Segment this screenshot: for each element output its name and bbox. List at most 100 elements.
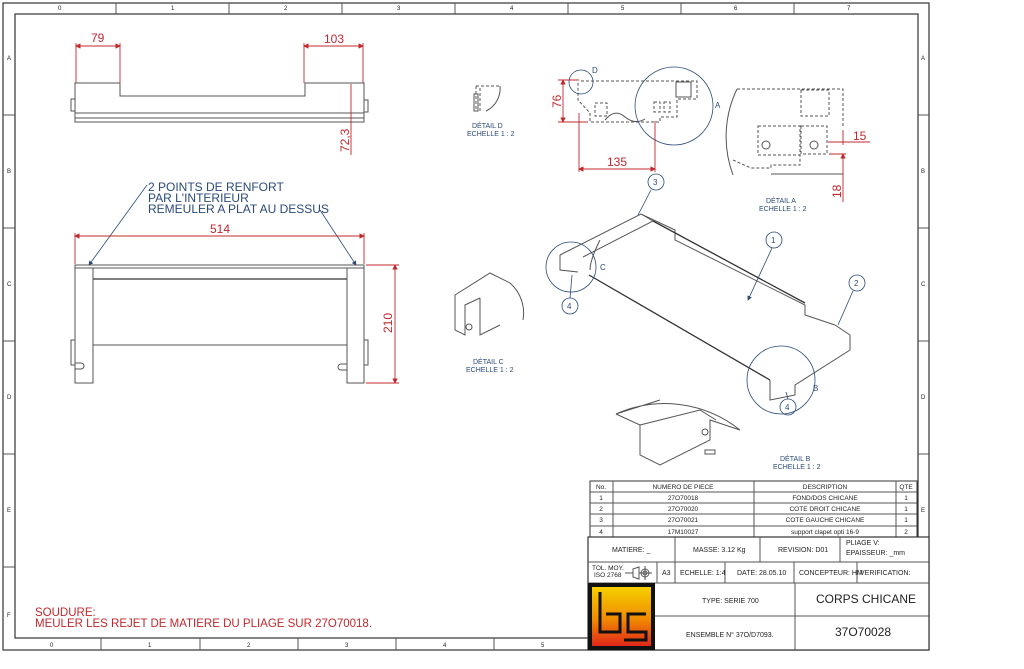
bom-cell: support clapet opti 16-9	[791, 529, 859, 536]
detail-d-view: DÉTAIL D ECHELLE 1 : 2	[467, 85, 515, 138]
detail-b-view: DÉTAIL B ECHELLE 1 : 2	[615, 399, 821, 471]
bom-header: NUMERO DE PIECE	[652, 484, 714, 491]
bom-header: No.	[596, 484, 606, 491]
dimension-210: 210	[381, 313, 395, 333]
bom-cell: 1	[599, 495, 603, 502]
welding-note-title: SOUDURE:	[35, 607, 96, 619]
bom-cell: COTE DROIT CHICANE	[789, 506, 861, 513]
projection-symbol-icon	[625, 566, 652, 580]
balloon-1: 1	[771, 236, 776, 245]
row-label: A	[7, 56, 11, 62]
detail-c-view: DÉTAIL C ECHELLE 1 : 2	[454, 272, 525, 374]
row-label: D	[921, 395, 926, 401]
reinforcement-note-line: PAR L'INTERIEUR	[148, 191, 249, 205]
bending-field: PLIAGE V:	[846, 540, 880, 547]
column-label: 4	[510, 6, 514, 12]
dimension-76: 76	[550, 94, 564, 108]
isometric-view: C B 1 2 3 4 4	[545, 173, 866, 416]
detail-a-view: 15 18 DÉTAIL A ECHELLE 1 : 2	[725, 88, 870, 213]
dimension-15: 15	[853, 129, 867, 143]
column-label: 4	[443, 643, 447, 649]
column-label: 0	[58, 6, 62, 12]
column-label: 1	[171, 6, 175, 12]
row-label: E	[7, 508, 11, 514]
row-label: C	[7, 282, 12, 288]
bom-cell: 1	[904, 517, 908, 524]
sheet-frame: 0 1 2 3 4 5 6 7 0 1 2 3 4 5 A B C D E F …	[2, 2, 930, 651]
reinforcement-note-line: 2 POINTS DE RENFORT	[148, 180, 284, 194]
dimension-103: 103	[324, 32, 344, 46]
detail-c-scale: ECHELLE 1 : 2	[466, 367, 514, 374]
row-label: A	[921, 56, 925, 62]
detail-c-title: DÉTAIL C	[473, 357, 504, 366]
row-label: E	[921, 508, 925, 514]
assembly-number: ENSEMBLE N° 37O/D7093.	[686, 631, 774, 639]
reinforcement-note-line: REMEULER A PLAT AU DESSUS	[148, 202, 329, 216]
tolerance-standard: ISO 2768	[594, 572, 622, 579]
balloon-4: 4	[785, 403, 790, 412]
column-label: 1	[148, 643, 152, 649]
drawing-title: CORPS CHICANE	[816, 592, 916, 606]
bom-cell: COTE GAUCHE CHICANE	[786, 517, 865, 524]
bom-cell: 27O70021	[668, 517, 699, 524]
bom-header: DESCRIPTION	[803, 484, 848, 491]
detail-b-title: DÉTAIL B	[780, 454, 811, 463]
detail-marker-c: C	[600, 263, 606, 272]
date-field: DATE: 28.05.10	[737, 570, 786, 577]
welding-note-text: MEULER LES REJET DE MATIERE DU PLIAGE SU…	[35, 618, 372, 630]
company-logo	[588, 583, 655, 650]
bill-of-materials: No. NUMERO DE PIECE DESCRIPTION QTE 1 27…	[589, 480, 918, 538]
column-label: 3	[397, 6, 401, 12]
column-label: 6	[734, 6, 738, 12]
dimension-18: 18	[830, 184, 844, 198]
row-label: B	[7, 169, 11, 175]
title-block: MATIERE: _ MASSE: 3.12 Kg REVISION: D01 …	[587, 536, 930, 651]
detail-b-scale: ECHELLE 1 : 2	[773, 464, 821, 471]
paper-format: A3	[662, 570, 671, 577]
bom-cell: 3	[599, 517, 603, 524]
detail-d-scale: ECHELLE 1 : 2	[467, 131, 515, 138]
bom-cell: 2	[599, 506, 603, 513]
dimension-514: 514	[210, 222, 230, 236]
detail-marker-b: B	[813, 384, 818, 393]
detail-a-title: DÉTAIL A	[766, 196, 796, 205]
bom-cell: 2	[904, 529, 908, 536]
row-label: C	[921, 282, 926, 288]
row-label: B	[921, 169, 925, 175]
detail-d-title: DÉTAIL D	[472, 121, 503, 130]
detail-marker-a: A	[715, 101, 721, 110]
bom-cell: FOND/DOS CHICANE	[792, 495, 858, 502]
detail-a-scale: ECHELLE 1 : 2	[759, 206, 807, 213]
bom-cell: 27O70020	[668, 506, 699, 513]
verification-field: VERIFICATION:	[860, 570, 910, 577]
thickness-field: EPAISSEUR: _mm	[846, 550, 905, 557]
column-label: 2	[284, 6, 288, 12]
row-label: F	[7, 613, 11, 619]
balloon-2: 2	[854, 279, 859, 288]
column-label: 0	[50, 643, 54, 649]
column-label: 2	[247, 643, 251, 649]
revision-field: REVISION: D01	[778, 547, 828, 554]
bom-cell: 17M10027	[668, 529, 699, 536]
dimension-72-3: 72,3	[338, 128, 352, 152]
detail-marker-d: D	[592, 66, 598, 75]
mass-field: MASSE: 3.12 Kg	[693, 547, 746, 554]
column-label: 5	[621, 6, 625, 12]
bom-cell: 4	[599, 529, 603, 536]
scale-field: ECHELLE: 1:4	[680, 570, 726, 577]
row-label: D	[7, 395, 12, 401]
bom-cell: 1	[904, 495, 908, 502]
designer-field: CONCEPTEUR: HM	[799, 570, 863, 577]
column-label: 5	[541, 643, 545, 649]
dimension-79: 79	[91, 31, 105, 45]
dimension-135: 135	[607, 155, 627, 169]
bom-cell: 1	[904, 506, 908, 513]
column-label: 3	[345, 643, 349, 649]
type-field: TYPE: SERIE 700	[702, 598, 759, 605]
side-view: D A 76 135	[550, 66, 721, 172]
balloon-4: 4	[567, 302, 572, 311]
top-view: 79 103 72,3	[70, 31, 369, 155]
balloon-3: 3	[653, 178, 658, 187]
drawing-number: 37O70028	[835, 625, 891, 639]
